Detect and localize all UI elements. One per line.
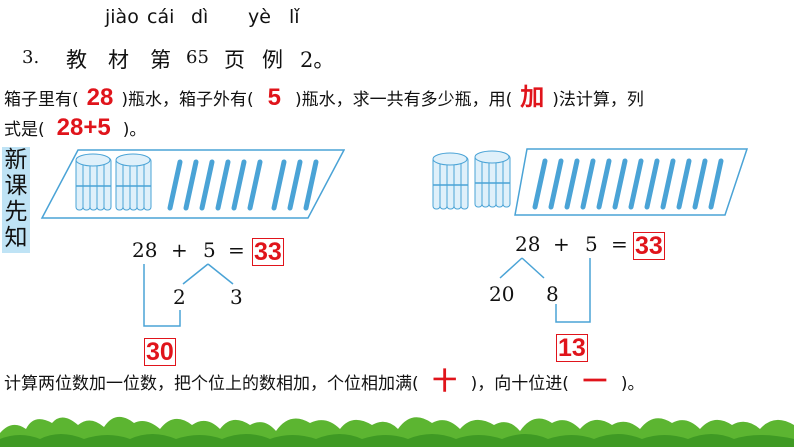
badge-char-1: 新 bbox=[4, 147, 28, 173]
bottle-bundle-4 bbox=[474, 150, 511, 208]
pinyin-cai: cái bbox=[147, 6, 175, 28]
badge-char-2: 课 bbox=[4, 173, 28, 199]
problem-text-2: )瓶水，箱子外有( bbox=[121, 90, 254, 110]
right-addend-b: 5 bbox=[585, 232, 598, 256]
right-result: 33 bbox=[633, 232, 665, 260]
left-split-lines bbox=[143, 263, 234, 327]
heading-char-1: 教 bbox=[66, 48, 95, 72]
single-bottles-left bbox=[167, 159, 319, 211]
problem-text-3: )瓶水，求一共有多少瓶，用( bbox=[294, 90, 513, 110]
right-equals: = bbox=[611, 232, 628, 256]
bottle-bundle-2 bbox=[115, 153, 152, 211]
right-partial-sum: 13 bbox=[556, 334, 588, 362]
pinyin-jiao: jiào bbox=[105, 6, 139, 28]
problem-text-6: )。 bbox=[122, 120, 147, 140]
right-addend-a: 28 bbox=[515, 232, 541, 256]
right-bottle-group bbox=[432, 148, 749, 216]
answer-5: 5 bbox=[267, 84, 281, 111]
pinyin-li: lǐ bbox=[289, 6, 300, 28]
heading-char-2: 材 bbox=[108, 48, 137, 72]
bottle-bundle-1 bbox=[75, 153, 112, 211]
left-bottle-box bbox=[40, 149, 345, 219]
heading-char-6: 例 bbox=[262, 48, 291, 72]
bottle-bundle-3 bbox=[432, 152, 469, 210]
problem-text-4: )法计算，列 bbox=[552, 90, 644, 110]
right-split-lines bbox=[499, 257, 591, 323]
answer-28: 28 bbox=[86, 84, 114, 111]
new-lesson-badge: 新 课 先 知 bbox=[2, 147, 30, 253]
badge-char-3: 先 bbox=[4, 199, 28, 225]
heading-number: 3. bbox=[22, 47, 40, 68]
left-partial-sum: 30 bbox=[144, 338, 176, 366]
problem-line-1: 箱子里有( 28 )瓶水，箱子外有( 5 )瓶水，求一共有多少瓶，用( 加 )法计算，列 bbox=[4, 82, 644, 112]
pinyin-ye: yè bbox=[248, 6, 271, 28]
right-plus: + bbox=[553, 232, 570, 256]
rule-text-2: )，向十位进( bbox=[470, 374, 569, 394]
problem-text-5: 式是( bbox=[4, 120, 45, 140]
left-addend-a: 28 bbox=[132, 238, 158, 262]
left-result: 33 bbox=[252, 238, 284, 266]
heading-page-number: 65 bbox=[186, 47, 209, 68]
rule-text-3: )。 bbox=[620, 374, 645, 394]
single-bottles-right bbox=[532, 158, 724, 210]
left-split-1: 2 bbox=[173, 285, 186, 309]
problem-line-2: 式是( 28+5 )。 bbox=[4, 113, 146, 143]
pinyin-di: dì bbox=[191, 6, 209, 28]
rule-text-1: 计算两位数加一位数，把个位上的数相加，个位相加满( bbox=[4, 374, 419, 394]
right-split-2: 8 bbox=[546, 282, 559, 306]
heading-char-5: 页 bbox=[224, 48, 253, 72]
right-split-1: 20 bbox=[489, 282, 515, 306]
answer-ten: 十 bbox=[432, 367, 457, 395]
heading-char-3: 第 bbox=[150, 48, 179, 72]
left-plus: + bbox=[171, 238, 188, 262]
decorative-grass bbox=[0, 416, 794, 447]
badge-char-4: 知 bbox=[4, 225, 28, 251]
answer-one: 一 bbox=[582, 367, 607, 395]
rule-line: 计算两位数加一位数，把个位上的数相加，个位相加满( 十 )，向十位进( 一 )。 bbox=[4, 365, 645, 397]
problem-text-1: 箱子里有( bbox=[4, 90, 79, 110]
left-equals: = bbox=[228, 238, 245, 262]
heading-char-7: 2。 bbox=[300, 48, 335, 72]
left-split-2: 3 bbox=[230, 285, 243, 309]
answer-expression: 28+5 bbox=[56, 114, 111, 141]
answer-add: 加 bbox=[520, 83, 545, 111]
left-addend-b: 5 bbox=[203, 238, 216, 262]
pinyin-line: jiào cái dì yè lǐ bbox=[105, 6, 305, 30]
